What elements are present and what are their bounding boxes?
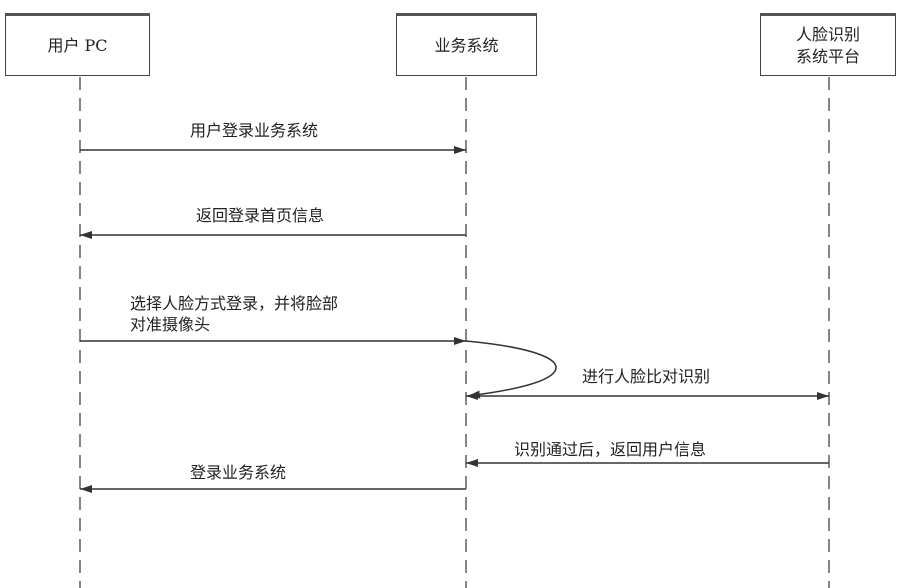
- message-label-1: 用户登录业务系统: [190, 121, 319, 140]
- participant-label: 业务系统: [434, 35, 499, 55]
- message-label-6: 登录业务系统: [190, 463, 287, 482]
- message-label-3-line-1: 选择人脸方式登录，并将脸部: [130, 294, 339, 313]
- message-label-2: 返回登录首页信息: [196, 206, 325, 225]
- participant-label: 用户 PC: [47, 35, 108, 55]
- participant-face-platform: 人脸识别 系统平台: [760, 13, 896, 76]
- self-call-curve: [465, 340, 557, 399]
- participant-user-pc: 用户 PC: [5, 13, 150, 76]
- message-label-3-line-2: 对准摄像头: [130, 315, 211, 334]
- participant-label-line-1: 人脸识别: [795, 24, 860, 44]
- participant-label-line-2: 系统平台: [795, 46, 860, 66]
- message-label-4: 进行人脸比对识别: [582, 367, 711, 386]
- participant-business-system: 业务系统: [396, 13, 537, 76]
- message-label-5: 识别通过后，返回用户信息: [514, 440, 707, 459]
